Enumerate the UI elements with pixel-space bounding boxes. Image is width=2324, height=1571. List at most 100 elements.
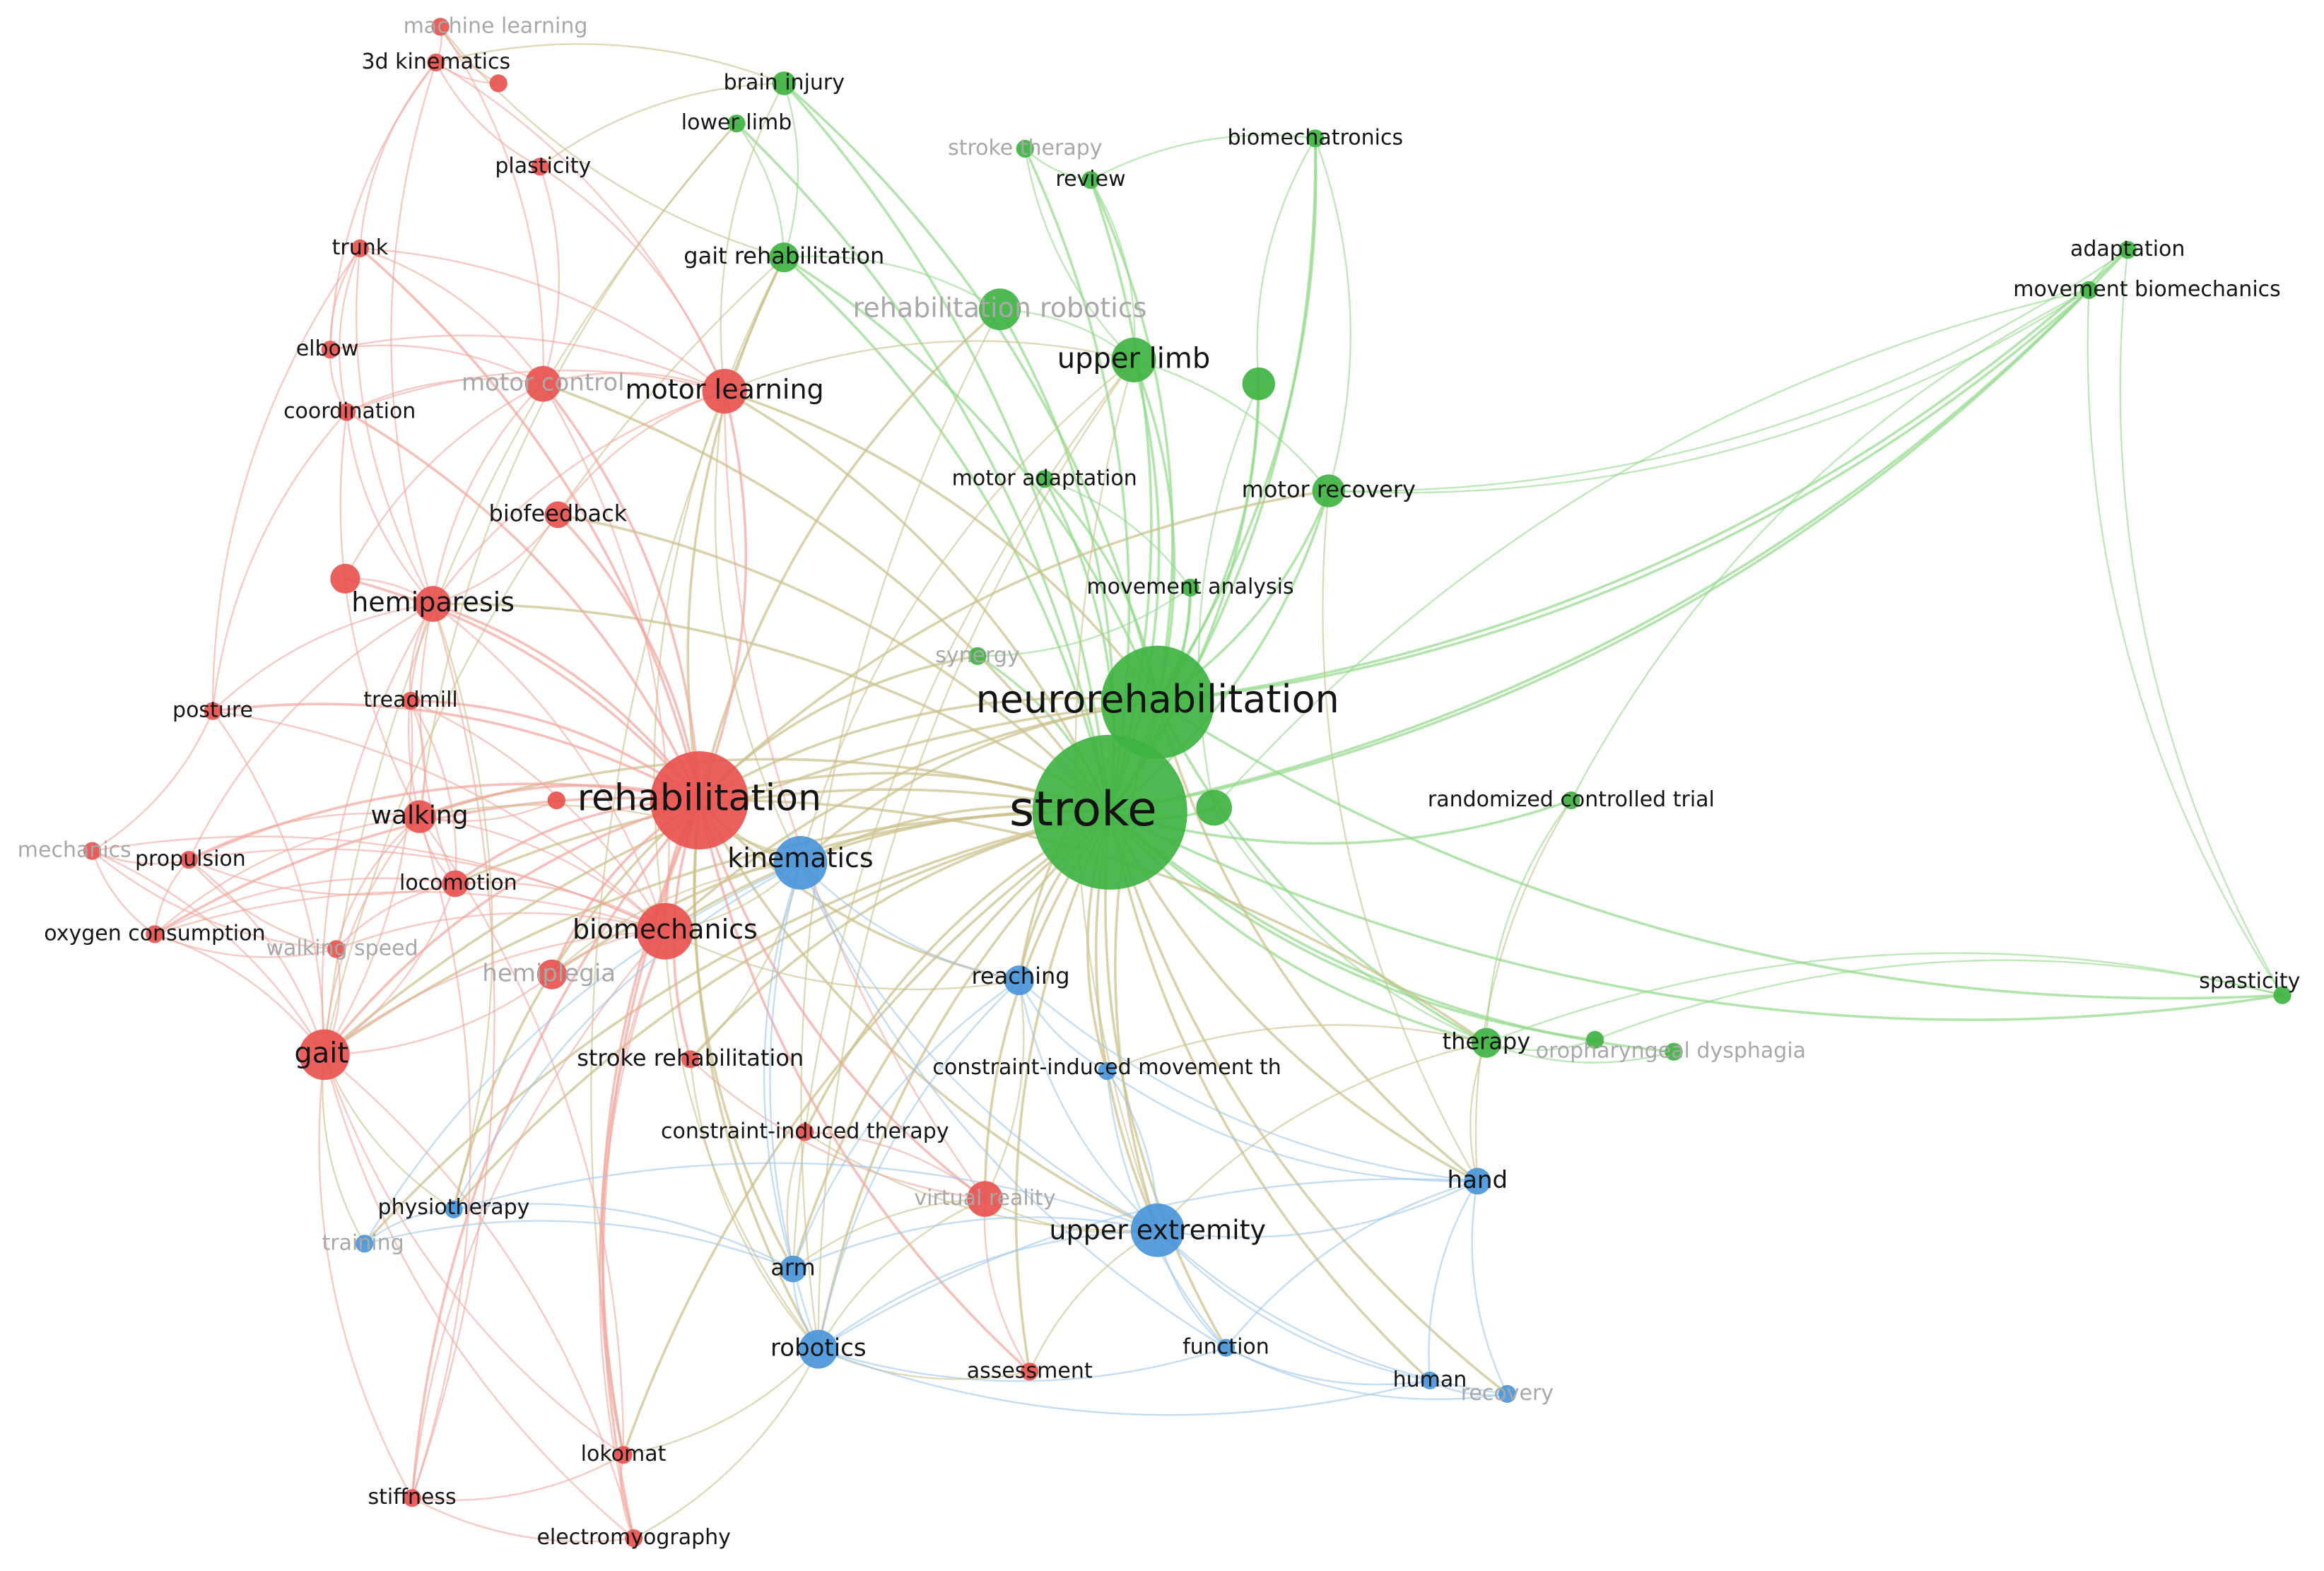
edge-reaching-robotics <box>817 979 1021 1351</box>
edge-coordination-walking <box>339 411 421 818</box>
node-virtual-reality[interactable] <box>967 1181 1003 1217</box>
node-movement-biomechanics[interactable] <box>2079 281 2098 300</box>
node-reaching[interactable] <box>1004 965 1034 996</box>
edge-brain-injury-plasticity <box>539 82 785 167</box>
node-recovery[interactable] <box>1498 1384 1516 1403</box>
node-plasticity[interactable] <box>531 158 549 176</box>
node-movement-analysis[interactable] <box>1181 578 1199 597</box>
edge-stroke-motor-learning <box>723 389 1112 814</box>
node-synergy[interactable] <box>968 647 987 665</box>
node-review[interactable] <box>1081 171 1100 189</box>
node-motor-control[interactable] <box>525 365 561 402</box>
node-biomechanics[interactable] <box>636 902 693 960</box>
node-elbow[interactable] <box>321 341 339 359</box>
node-propulsion[interactable] <box>180 851 198 869</box>
edge-stroke-unlabeled-green-c <box>1108 811 1597 1042</box>
node-label-therapy: therapy <box>1443 1028 1531 1055</box>
node-brain-injury[interactable] <box>772 71 797 95</box>
edge-physiotherapy-hemiparesis <box>432 603 493 1211</box>
node-electromyography[interactable] <box>625 1529 643 1548</box>
node-robotics[interactable] <box>799 1329 838 1369</box>
node-lower-limb[interactable] <box>727 114 746 133</box>
edge-spasticity-therapy <box>1485 952 2284 1044</box>
node-locomotion[interactable] <box>442 870 469 898</box>
node-hemiplegia[interactable] <box>536 959 568 989</box>
edge-hand-robotics <box>817 1178 1479 1351</box>
node-kinematics-3d[interactable] <box>427 53 445 71</box>
node-treadmill[interactable] <box>401 691 420 710</box>
node-hemiparesis[interactable] <box>415 586 451 622</box>
node-stroke-rehabilitation[interactable] <box>681 1050 700 1069</box>
node-motor-recovery[interactable] <box>1312 474 1346 507</box>
node-unlabeled-red-a[interactable] <box>330 563 360 594</box>
node-biofeedback[interactable] <box>544 501 572 529</box>
node-hand[interactable] <box>1464 1167 1491 1195</box>
edge-stroke-locomotion <box>454 788 1112 885</box>
node-constraint-induced-movement-therapy[interactable] <box>1098 1062 1116 1081</box>
edge-rehabilitation-robotics-rehabilitation <box>698 308 1002 802</box>
edge-walking-propulsion <box>188 812 421 861</box>
edge-hemiparesis-gait <box>321 603 434 1056</box>
node-training[interactable] <box>356 1235 374 1253</box>
node-oropharyngeal-dysphagia[interactable] <box>1665 1042 1683 1061</box>
edge-brain-injury-motor-learning <box>720 82 785 392</box>
node-walking[interactable] <box>403 800 436 833</box>
node-walking-speed[interactable] <box>327 940 346 958</box>
node-adaptation[interactable] <box>2118 241 2137 259</box>
node-mechanics[interactable] <box>83 842 102 860</box>
edge-kinematics-upper-extremity <box>799 861 1158 1231</box>
node-oxygen-consumption[interactable] <box>146 925 164 943</box>
edge-stroke-hemiparesis <box>431 602 1112 814</box>
node-coordination[interactable] <box>337 403 356 421</box>
node-posture[interactable] <box>204 702 222 720</box>
node-stroke[interactable] <box>1032 734 1187 890</box>
node-upper-limb[interactable] <box>1111 337 1156 382</box>
edge-biomechanics-hemiparesis <box>432 603 667 932</box>
edge-stroke-biofeedback <box>556 513 1112 814</box>
node-machine-learning[interactable] <box>431 18 450 36</box>
edge-neurorehabilitation-motor-learning <box>723 389 1159 704</box>
node-stiffness[interactable] <box>403 1489 421 1507</box>
node-upper-extremity[interactable] <box>1130 1203 1185 1257</box>
node-label-hemiparesis: hemiparesis <box>351 587 515 618</box>
node-neurorehabilitation[interactable] <box>1101 645 1214 759</box>
node-stroke-therapy[interactable] <box>1016 139 1034 158</box>
edge-arm-physiotherapy <box>452 1203 794 1270</box>
node-arm[interactable] <box>780 1255 806 1283</box>
node-label-upper-extremity: upper extremity <box>1049 1214 1266 1245</box>
node-trunk[interactable] <box>351 239 369 258</box>
edge-synergy-movement-analysis <box>976 587 1192 657</box>
node-rehabilitation[interactable] <box>650 751 749 849</box>
node-gait[interactable] <box>299 1029 350 1081</box>
node-label-machine-learning: machine learning <box>404 13 588 38</box>
node-function[interactable] <box>1216 1338 1236 1357</box>
node-layer <box>83 18 2291 1548</box>
node-human[interactable] <box>1421 1371 1439 1389</box>
node-randomized-controlled-trial[interactable] <box>1562 791 1580 810</box>
node-motor-learning[interactable] <box>702 369 747 414</box>
edge-motor-recovery-adaptation <box>1327 249 2129 493</box>
edge-stroke-gait-rehabilitation <box>782 256 1112 814</box>
node-unlabeled-green-b[interactable] <box>1196 789 1232 826</box>
node-biomechatronics[interactable] <box>1306 129 1325 148</box>
node-rehabilitation-robotics[interactable] <box>979 288 1021 331</box>
node-lokomat[interactable] <box>614 1446 633 1464</box>
edge-propulsion-locomotion <box>188 859 457 896</box>
node-motor-adaptation[interactable] <box>1035 470 1054 488</box>
node-spasticity[interactable] <box>2273 986 2291 1004</box>
node-therapy[interactable] <box>1471 1028 1501 1058</box>
edge-stroke-oropharyngeal-dysphagia <box>1108 811 1675 1053</box>
edge-gait-training <box>322 1054 365 1245</box>
edge-biomechanics-walking <box>418 816 667 932</box>
node-unlabeled-red-c[interactable] <box>489 74 507 93</box>
node-gait-rehabilitation[interactable] <box>769 242 799 273</box>
node-constraint-induced-therapy[interactable] <box>796 1123 814 1141</box>
node-unlabeled-green-a[interactable] <box>1242 367 1276 401</box>
edge-unlabeled-green-a-unlabeled-green-b <box>1197 382 1260 809</box>
node-unlabeled-green-c[interactable] <box>1586 1030 1604 1049</box>
node-kinematics[interactable] <box>773 836 828 890</box>
node-assessment[interactable] <box>1021 1363 1039 1381</box>
node-unlabeled-red-b[interactable] <box>547 791 565 810</box>
node-physiotherapy[interactable] <box>445 1200 463 1218</box>
edge-walking-gait <box>323 816 421 1056</box>
